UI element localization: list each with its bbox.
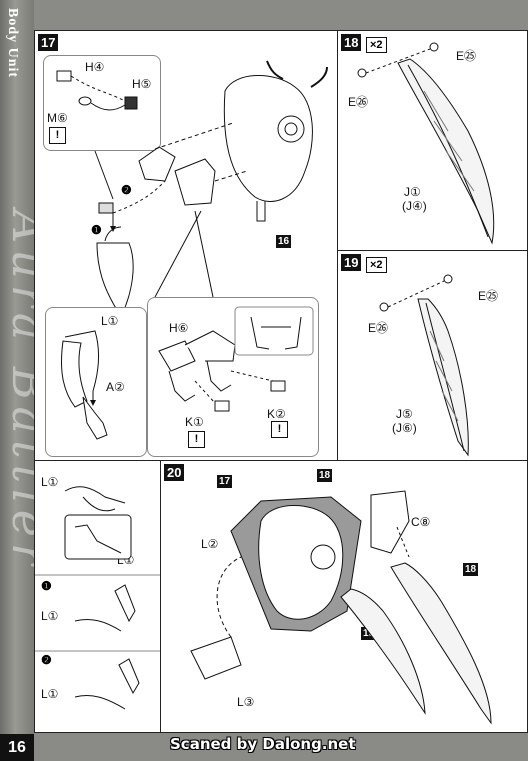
detail-step-1: ❶ [41,579,52,593]
step-19-panel: 19 ×2 E㉕ E㉖ J⑤ (J⑥) [337,250,528,462]
part-l1-step1: L① [41,609,59,623]
claw-parts-drawing [158,306,314,412]
part-k1: K① [185,415,204,429]
step-marker-2: ❷ [121,183,132,197]
part-j5: J⑤ [396,407,413,421]
detail-drawing [35,486,163,710]
part-l2: L② [201,537,219,551]
wing-drawing [379,274,469,457]
instruction-sheet: 17 H④ H⑤ M⑥ ! [34,30,528,733]
warning-icon: ! [49,127,66,144]
warning-icon: ! [271,421,288,438]
part-l1-cut: L① [41,475,59,489]
part-j6: (J⑥) [392,421,417,435]
ref-step-18: 18 [463,563,479,576]
detail-panel: L① L① ❶ L① ❷ L① [34,460,163,733]
part-l1: L① [101,314,119,328]
part-e25: E㉕ [456,49,477,63]
sidebar: Body Unit Aura Battler 16 [0,0,56,761]
step-20-number: 20 [164,464,185,481]
part-j1: J① [404,185,421,199]
part-j4: (J④) [402,199,427,213]
part-l3: L③ [237,695,255,709]
step-18-number: 18 [341,34,362,51]
section-title: Body Unit [5,8,20,79]
detail-step-2: ❷ [41,653,52,667]
part-e26: E㉖ [368,321,389,335]
part-h6: H⑥ [169,321,189,335]
ref-step-16: 16 [276,235,292,248]
wing-drawing [357,42,495,245]
step-17-panel: 17 H④ H⑤ M⑥ ! [34,30,339,462]
step-18-panel: 18 ×2 E㉕ E㉖ J① (J④) [337,30,528,252]
warning-icon: ! [188,431,205,448]
ref-step-18: 18 [317,469,333,482]
ref-step-17: 17 [217,475,233,488]
step-marker-1: ❶ [91,223,102,237]
part-e25: E㉕ [478,289,499,303]
page-number: 16 [0,734,34,761]
step-20-panel: 20 17 18 18 19 L② L③ C⑧ [160,460,528,733]
step-17-number: 17 [38,34,59,51]
part-e26: E㉖ [348,95,369,109]
part-c8: C⑧ [411,515,431,529]
quantity-badge: ×2 [366,37,387,53]
part-a2: A② [106,380,125,394]
assembly-drawing [190,490,492,725]
part-l1-step2: L① [41,687,59,701]
sensor-parts-drawing [56,60,328,332]
footer-credit: Scaned by Dalong.net [170,735,356,753]
part-h4: H④ [85,60,105,74]
quantity-badge: ×2 [366,257,387,273]
part-m6: M⑥ [47,111,68,125]
step-19-number: 19 [341,254,362,271]
part-k2: K② [267,407,286,421]
wrist-parts-drawing [61,330,108,440]
part-h5: H⑤ [132,77,152,91]
